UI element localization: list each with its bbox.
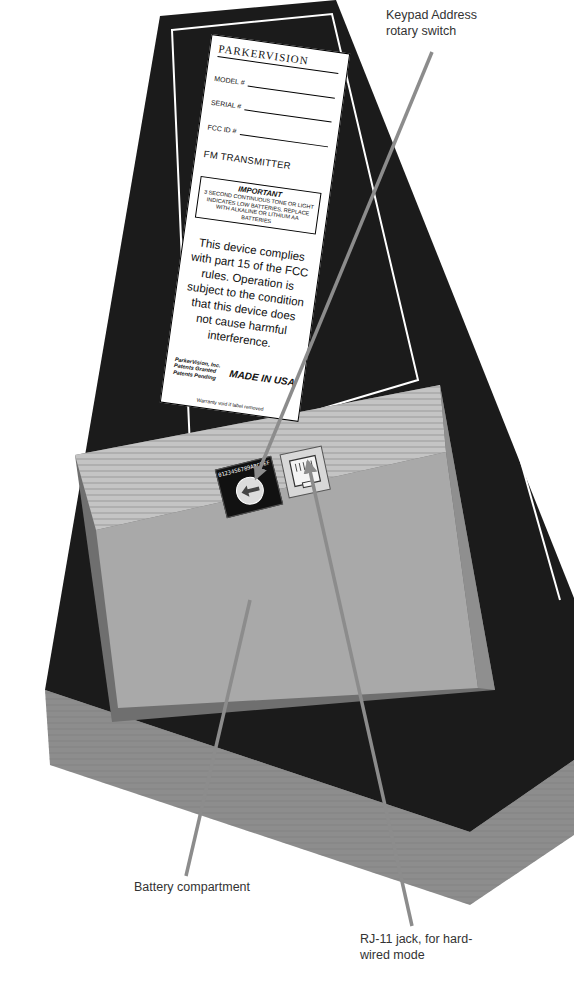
callout-text: Keypad Address rotary switch bbox=[386, 8, 498, 39]
edge-mark bbox=[512, 430, 560, 600]
compartment-opening bbox=[75, 385, 495, 722]
model-field: MODEL # bbox=[214, 75, 336, 99]
fcc-statement: This device complies with part 15 of the… bbox=[178, 235, 313, 356]
serial-field: SERIAL # bbox=[211, 99, 333, 123]
rj11-jack bbox=[280, 446, 330, 498]
device-body bbox=[45, 0, 574, 832]
compartment-floor bbox=[96, 452, 478, 708]
callout-text: RJ-11 jack, for hard-wired mode bbox=[360, 932, 478, 963]
compartment-right-wall bbox=[440, 385, 495, 690]
important-box: IMPORTANT3 SECOND CONTINUOUS TONE OR LIG… bbox=[195, 176, 322, 234]
leader-line bbox=[186, 600, 250, 876]
company-note: ParkerVision, Inc. Patents Granted Paten… bbox=[173, 356, 226, 383]
edge-mark bbox=[52, 520, 60, 600]
leader-line bbox=[308, 462, 412, 926]
callout-text: Battery compartment bbox=[134, 880, 274, 896]
product-type: FM TRANSMITTER bbox=[203, 148, 325, 176]
origin-mark: MADE IN USA bbox=[224, 367, 296, 388]
leader-line bbox=[256, 52, 432, 478]
fcc-id-field: FCC ID # bbox=[207, 123, 329, 147]
